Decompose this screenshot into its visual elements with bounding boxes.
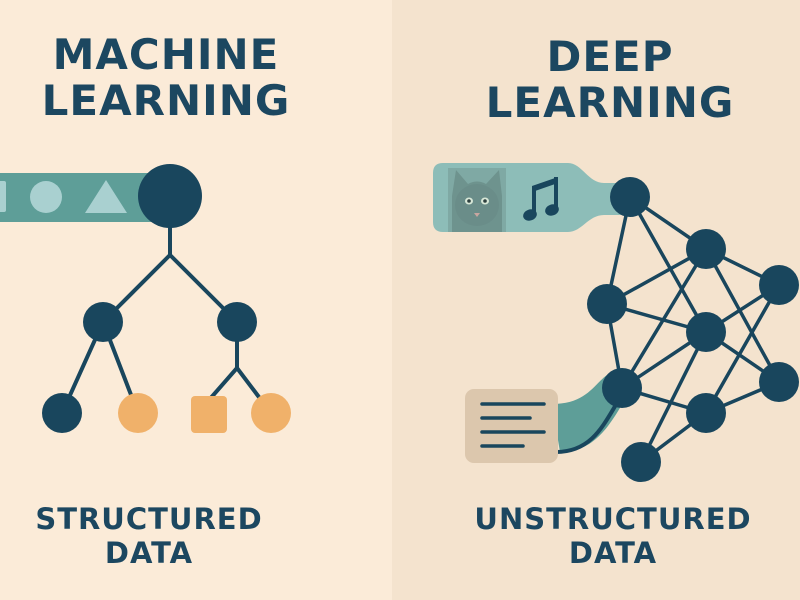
tree-root-node-icon: [138, 164, 202, 228]
structured-data-label: STRUCTURED DATA: [28, 502, 270, 570]
machine-learning-title: MACHINE LEARNING: [30, 32, 302, 124]
title-line-1: DEEP: [546, 32, 674, 81]
title-line-2: LEARNING: [41, 76, 291, 125]
network-node-icon: [621, 442, 661, 482]
square-shape-icon: [0, 181, 6, 212]
network-node-icon: [759, 362, 799, 402]
network-node-icon: [610, 177, 650, 217]
network-node-icon: [602, 368, 642, 408]
circle-shape-icon: [30, 181, 62, 213]
tree-node-icon: [217, 302, 257, 342]
network-node-icon: [759, 265, 799, 305]
network-node-icon: [686, 393, 726, 433]
machine-learning-panel: [0, 0, 392, 600]
tree-leaf-orange-icon: [251, 393, 291, 433]
network-node-icon: [686, 312, 726, 352]
text-document-icon: [465, 389, 558, 463]
subtitle-line-1: STRUCTURED: [35, 502, 263, 536]
cat-image-icon: [448, 168, 506, 232]
triangle-shape-icon: [85, 180, 127, 213]
subtitle-line-2: DATA: [568, 536, 658, 570]
tree-leaf-square-icon: [191, 396, 227, 433]
subtitle-line-2: DATA: [104, 536, 194, 570]
title-line-1: MACHINE: [52, 30, 280, 79]
network-node-icon: [587, 284, 627, 324]
deep-learning-title: DEEP LEARNING: [474, 34, 746, 126]
tree-leaf-orange-icon: [118, 393, 158, 433]
network-node-icon: [686, 229, 726, 269]
neural-network-nodes: [587, 177, 799, 482]
music-note-icon: [523, 177, 559, 221]
title-line-2: LEARNING: [485, 78, 735, 127]
tree-leaf-dark-icon: [42, 393, 82, 433]
unstructured-input-bottle: [433, 163, 630, 232]
tree-node-icon: [83, 302, 123, 342]
unstructured-data-label: UNSTRUCTURED DATA: [468, 502, 758, 570]
subtitle-line-1: UNSTRUCTURED: [474, 502, 752, 536]
